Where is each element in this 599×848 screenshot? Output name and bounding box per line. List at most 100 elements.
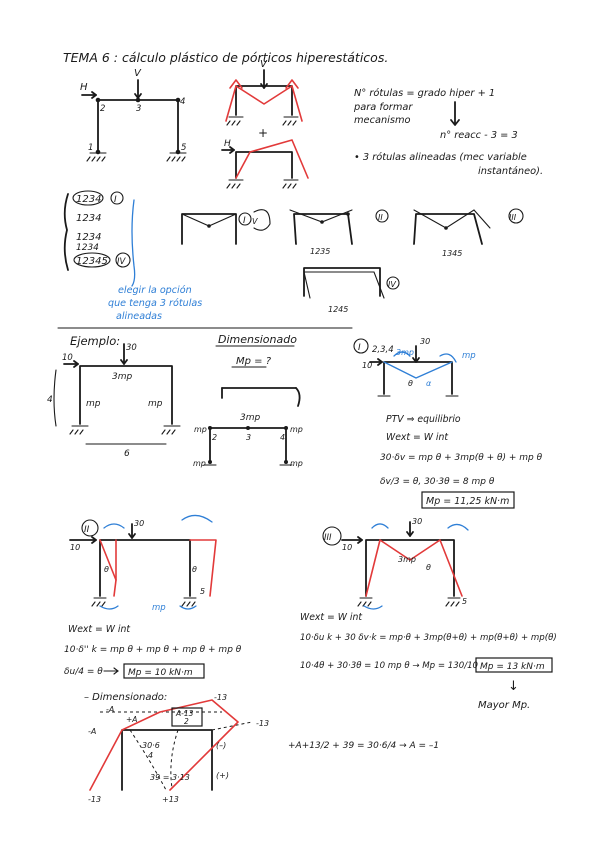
dim-node: 4 — [280, 433, 285, 442]
mech1-marker: I — [358, 343, 361, 353]
mech3-load: 10 — [342, 543, 352, 552]
dim-heading: Dimensionado — [218, 333, 297, 346]
node-label: 4 — [180, 97, 185, 107]
mech1-eq: Wext = W int — [386, 432, 448, 443]
mech1-nodes: 2,3,4 — [372, 345, 394, 355]
combo-item: 1234 — [76, 194, 101, 205]
dim-frame-lower — [203, 426, 293, 466]
dim-mp: Mp = ? — [236, 356, 272, 367]
mech1-load: 10 — [362, 361, 372, 370]
sway-mechanism-diagram — [221, 139, 309, 189]
combo-item: 12345 — [76, 256, 108, 267]
mech2-frame — [69, 514, 217, 610]
moment-diagram — [89, 699, 253, 791]
mech3-frame — [341, 521, 469, 610]
mechanism-sketch-ii — [289, 209, 389, 245]
combo-item: 1234 — [76, 232, 101, 243]
example-beam-label: 3mp — [112, 372, 132, 382]
diagram-value: 39 = 3·13 — [150, 773, 190, 782]
diagram-value: 2 — [184, 717, 189, 726]
note-text: elegir la opción — [118, 284, 192, 296]
node-label: 2 — [100, 104, 105, 114]
node-label: 1 — [88, 143, 93, 153]
plus-sign: + — [258, 126, 268, 140]
mech3-moment: 3mp — [398, 555, 416, 564]
example-heading: Ejemplo: — [70, 334, 120, 348]
mech1-load: 30 — [420, 337, 430, 346]
dim-node: 3 — [246, 433, 251, 442]
mech2-marker: II — [84, 525, 90, 535]
dim-label: mp — [290, 459, 303, 468]
sketch-combo: 1235 — [310, 247, 330, 256]
mech1-eq: 30·δv = mp θ + 3mp(θ + θ) + mp θ — [380, 453, 543, 463]
mech1-eq: PTV ⇒ equilibrio — [386, 414, 461, 425]
diagram-value: -A — [106, 705, 114, 714]
diagram-value: -13 — [88, 795, 101, 804]
mech1-moment: 3mp — [396, 348, 414, 357]
diagram-value: -13 — [214, 693, 227, 702]
beam-mechanism-diagram — [225, 69, 303, 126]
combo-mark: IV — [117, 257, 127, 267]
final-equation: +A+13/2 + 39 = 30·6/4 → A = –1 — [288, 741, 439, 751]
mech2-load: 30 — [134, 519, 144, 528]
mech3-eq: 10·4θ + 30·3θ = 10 mp θ → Mp = 130/10 — [300, 661, 479, 671]
load-h-label: H — [80, 82, 88, 93]
example-col-label: mp — [86, 399, 101, 409]
mech1-frame — [369, 345, 459, 397]
mech2-node: 5 — [200, 587, 205, 596]
diagram-value: +A — [126, 715, 137, 724]
example-col-label: mp — [148, 399, 163, 409]
dim-beam-label: 3mp — [240, 413, 260, 423]
dim-label: mp — [290, 425, 303, 434]
mech3-arrow: ↓ — [508, 679, 519, 694]
mech1-theta: θ — [408, 379, 413, 388]
mech3-load: 30 — [412, 517, 422, 526]
example-load: 30 — [126, 343, 137, 353]
rule-text: para formar — [353, 102, 413, 113]
example-span: 6 — [124, 449, 130, 459]
mech2-load: 10 — [70, 543, 80, 552]
example-frame — [53, 343, 181, 445]
sketch-marker: I — [243, 216, 246, 226]
mech3-marker: III — [324, 533, 332, 543]
diagram-value: +13 — [162, 795, 179, 804]
diagram-value: -A — [88, 727, 96, 736]
mechanism-sketch-iii — [413, 208, 524, 245]
diagram-value: (–) — [216, 741, 226, 750]
node-label: 5 — [181, 143, 186, 153]
mech1-alpha: α — [426, 379, 432, 388]
mech3-node: 5 — [462, 597, 467, 606]
rule-text: • 3 rótulas alineadas (mec variable — [354, 151, 527, 163]
dim-label: mp — [194, 425, 207, 434]
mechanism-sketch-i — [181, 212, 252, 245]
mech3-eq: Wext = W int — [300, 612, 362, 623]
mech2-moment: mp — [152, 603, 166, 613]
sketch-marker: IV — [388, 280, 396, 289]
diagram-value: 30·6 — [142, 741, 160, 750]
sketch-marker: III — [509, 213, 517, 222]
mech3-eq: 10·δu k + 30 δv·k = mp·θ + 3mp(θ+θ) + mp… — [300, 633, 557, 643]
dim-node: 2 — [212, 433, 217, 442]
mech2-eq: Wext = W int — [68, 624, 130, 635]
sketch-v: V — [252, 217, 258, 226]
diagram-value: 4 — [148, 751, 153, 760]
mech2-dim: – Dimensionado: — [84, 692, 167, 703]
mech3-mayor: Mayor Mp. — [478, 700, 530, 711]
mech1-moment: mp — [462, 351, 476, 361]
base-frame-diagram — [81, 79, 187, 162]
load-h-label: H — [224, 139, 231, 149]
diagram-value: A-13 — [175, 709, 194, 718]
mech2-result: Mp = 10 kN·m — [128, 668, 193, 678]
diagram-value: (+) — [216, 771, 229, 780]
combo-item: 1234 — [76, 243, 99, 253]
mech1-result: Mp = 11,25 kN·m — [426, 496, 509, 507]
example-load: 10 — [62, 353, 73, 363]
mech2-theta: θ — [104, 565, 109, 574]
dim-frame-upper — [221, 387, 301, 407]
mech3-result: Mp = 13 kN·m — [480, 662, 545, 672]
sketch-combo: 1345 — [442, 249, 462, 258]
sketch-marker: II — [378, 213, 383, 222]
combo-brace — [63, 193, 69, 271]
